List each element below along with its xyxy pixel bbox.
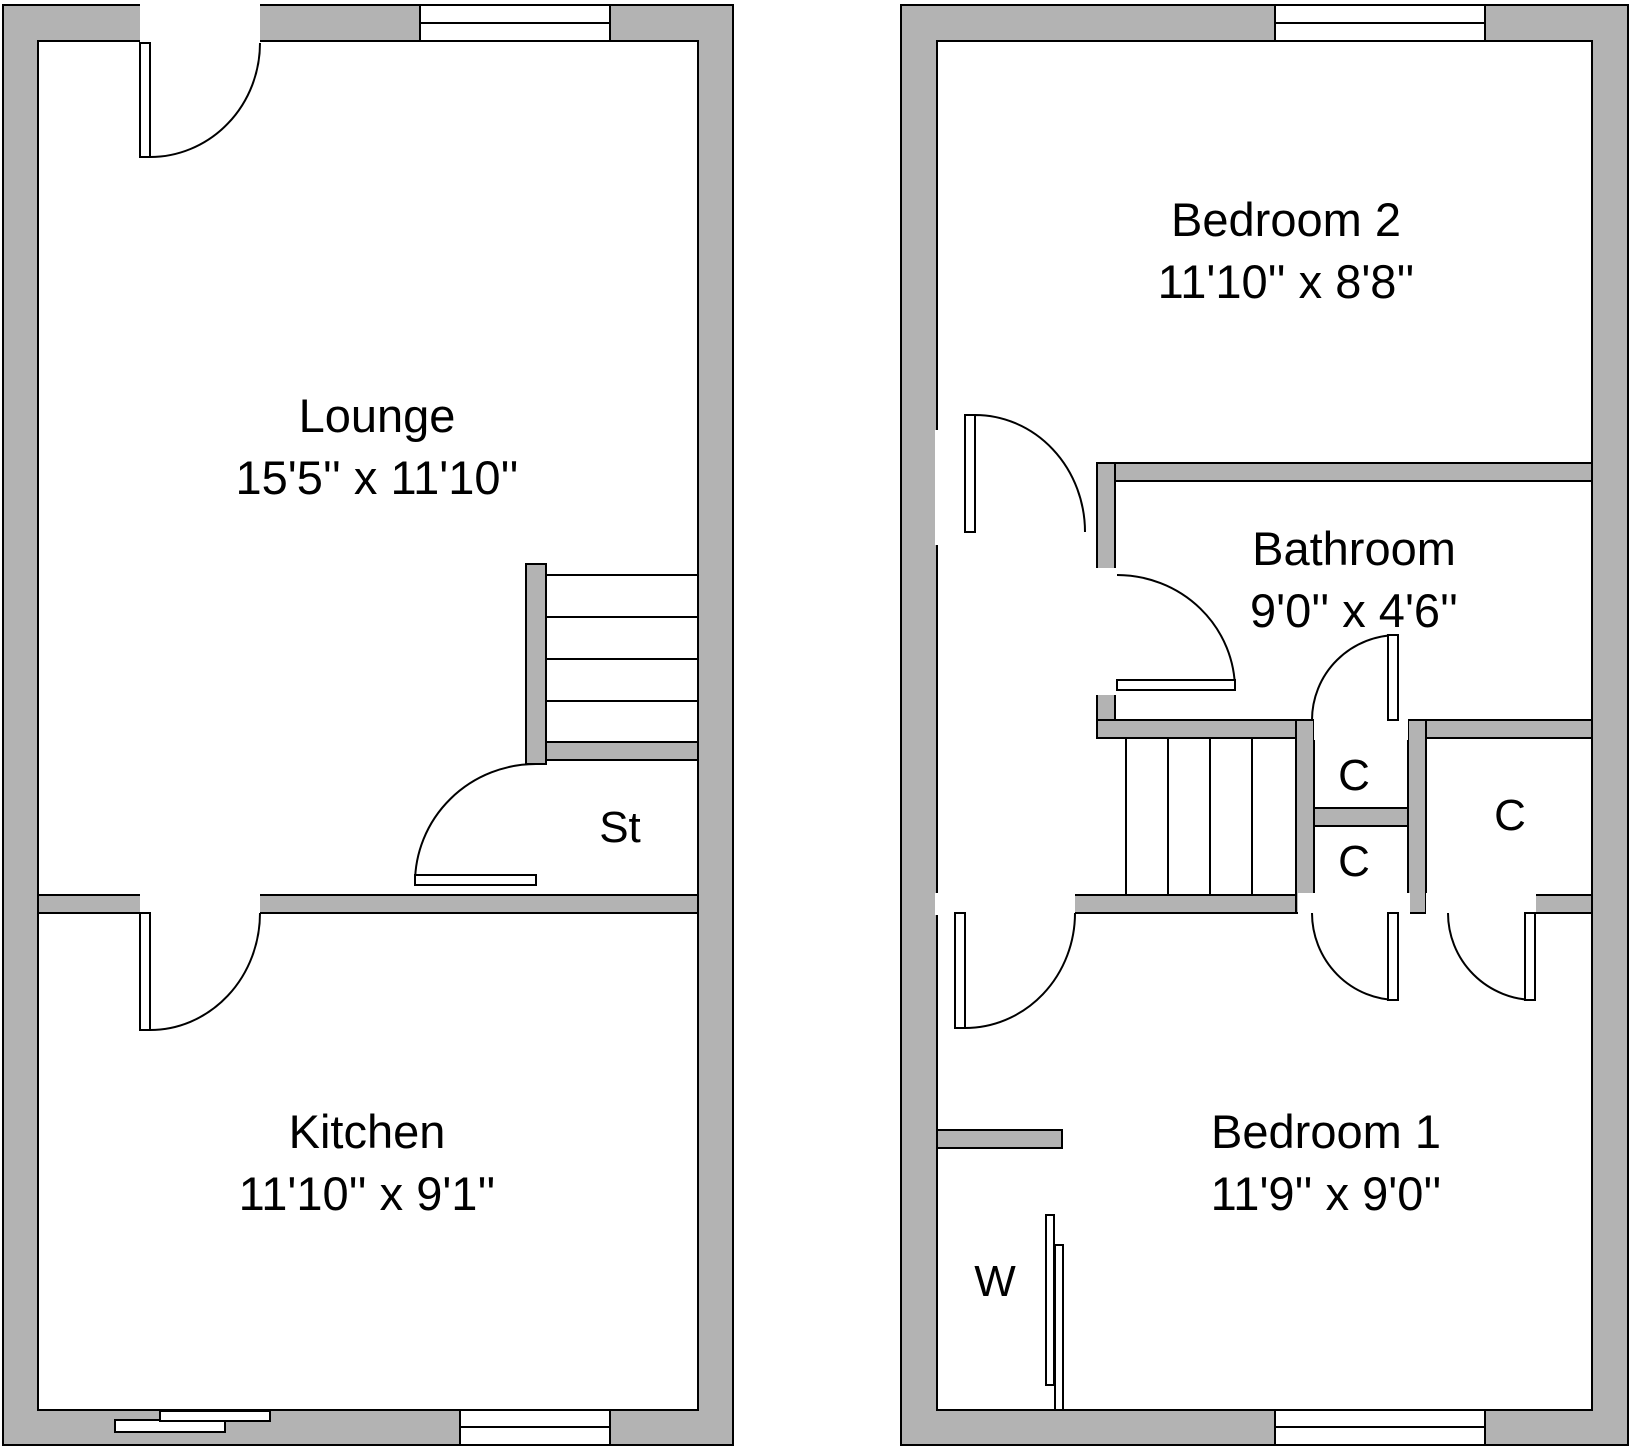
wardrobe-shelf-wall [936, 1129, 1063, 1149]
kitchen-door-swing [149, 912, 261, 1031]
cupboard-c-door-swing [1447, 912, 1536, 1001]
front-door-swing [149, 42, 261, 158]
lounge-kitchen-wall [37, 894, 699, 914]
cupboard-label: C [1338, 837, 1370, 886]
cupboard-wall-c [1313, 807, 1409, 827]
ground-outer-wall [2, 4, 734, 1446]
windows [419, 4, 1486, 1446]
stairs [546, 574, 1253, 895]
bathroom-top-wall [1096, 462, 1593, 482]
bedroom2-size: 11'10'' x 8'8'' [1158, 255, 1415, 308]
wardrobe-door-b [1054, 1244, 1064, 1411]
wardrobe-door-a [1045, 1214, 1055, 1386]
cupboard-a-door-swing [1311, 634, 1399, 721]
bedroom2-door-swing [974, 414, 1086, 533]
lounge-size: 15'5'' x 11'10'' [236, 451, 519, 504]
bedroom1-name: Bedroom 1 [1211, 1105, 1441, 1158]
cupboard-wall-b [1407, 719, 1427, 914]
bathroom-door-swing [1116, 574, 1236, 691]
cupboard-label: C [1494, 791, 1526, 840]
first-stairs [1125, 738, 1253, 895]
bathroom-size: 9'0'' x 4'6'' [1250, 584, 1458, 637]
cupboard-b-door-swing [1311, 912, 1399, 1001]
stair-partition-wall [525, 563, 547, 765]
lounge-name: Lounge [299, 389, 456, 442]
kitchen-size: 11'10'' x 9'1'' [239, 1167, 496, 1220]
store-top-wall [545, 741, 699, 761]
bathroom-name: Bathroom [1252, 522, 1456, 575]
bedroom1-size: 11'9'' x 9'0'' [1211, 1167, 1442, 1220]
store-door-swing [414, 763, 537, 884]
cupboard-wall-a [1295, 719, 1315, 914]
cupboard-label: C [1338, 751, 1370, 800]
door-leaves [114, 42, 1536, 1433]
wardrobe-label: W [974, 1257, 1016, 1306]
ground-stairs [546, 574, 698, 702]
bedroom1-door-swing [964, 912, 1076, 1029]
store-label: St [599, 803, 641, 852]
ground-floor-walls [2, 4, 734, 1446]
kitchen-name: Kitchen [289, 1105, 446, 1158]
patio-door-panel-b [159, 1410, 271, 1422]
bedroom2-name: Bedroom 2 [1171, 193, 1401, 246]
